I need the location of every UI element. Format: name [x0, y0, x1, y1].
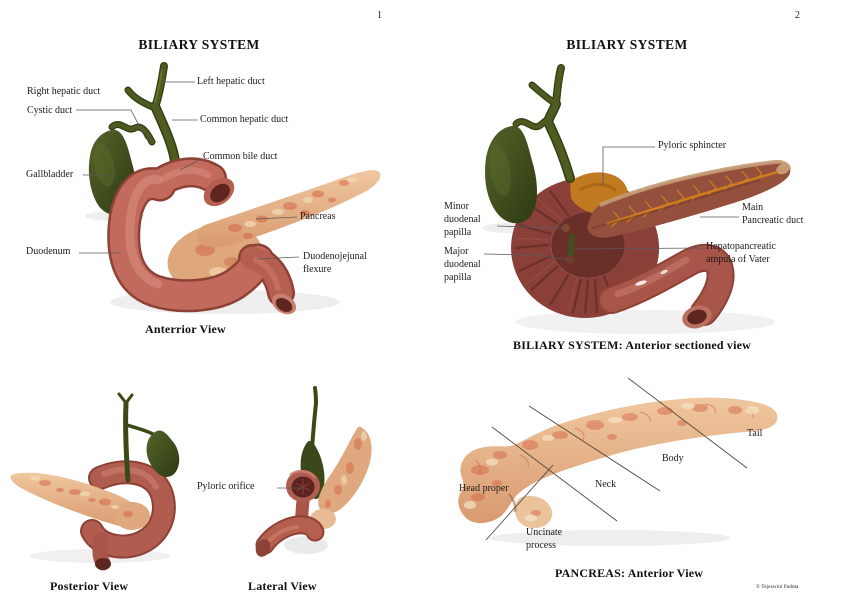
- label-common-hepatic-duct: Common hepatic duct: [200, 114, 289, 125]
- page2-number: 2: [795, 10, 800, 21]
- label-main-pancreatic-duct: Main Pancreatic duct: [742, 202, 804, 226]
- caption-lateral-view: Lateral View: [248, 579, 317, 593]
- gallbladder-illustration: [485, 125, 537, 224]
- sectioned-pancreas-illustration: [587, 159, 791, 238]
- duodenum-illustration: [80, 460, 176, 571]
- duodenum-illustration: [107, 157, 297, 315]
- caption-sectioned-view: BILIARY SYSTEM: Anterior sectioned view: [513, 338, 752, 352]
- label-pyloric-orifice: Pyloric orifice: [197, 481, 255, 492]
- bile-ducts-illustration: [512, 64, 575, 183]
- page1-title: BILIARY SYSTEM: [138, 37, 260, 52]
- figure-posterior-illustration: [10, 392, 180, 571]
- caption-pancreas-view: PANCREAS: Anterior View: [555, 566, 704, 580]
- pancreas-outline: [458, 397, 778, 524]
- label-duodenum: Duodenum: [26, 246, 71, 257]
- figure-sectioned-illustration: [482, 64, 791, 334]
- pancreas-highlights: [464, 403, 759, 522]
- uncinate-process-illustration: [515, 495, 553, 529]
- figure-lateral-illustration: [255, 386, 372, 557]
- pyloric-orifice-illustration: [286, 469, 320, 502]
- page1-number: 1: [377, 10, 382, 21]
- pancreas-veins: [474, 403, 754, 475]
- duodenum-illustration: [255, 494, 325, 557]
- region-divider-lines: [485, 377, 748, 541]
- figure-shadow: [490, 530, 730, 546]
- label-minor-duodenal-papilla: Minor duodenal papilla: [444, 201, 481, 238]
- figure-pancreas-illustration: [458, 377, 778, 546]
- figure-anterior-illustration: [85, 62, 381, 315]
- duodenum-tube-illustration: [598, 243, 735, 329]
- artist-credit: © Tejeswini Padma: [756, 585, 799, 590]
- label-pyloric-sphincter: Pyloric sphincter: [658, 140, 727, 151]
- label-common-bile-duct: Common bile duct: [203, 151, 278, 162]
- label-uncinate-process: Uncinate process: [526, 527, 563, 551]
- label-tail: Tail: [747, 428, 763, 439]
- label-duodenojejunal-flexure: Duodenojejunal flexure: [303, 251, 367, 275]
- pancreas-illustration: [10, 472, 150, 530]
- label-right-hepatic-duct: Right hepatic duct: [27, 86, 101, 97]
- label-body: Body: [662, 453, 684, 464]
- label-cystic-duct: Cystic duct: [27, 105, 73, 116]
- caption-anterior-view: Anterrior View: [145, 322, 226, 336]
- figure-shadow: [515, 310, 775, 334]
- label-gallbladder: Gallbladder: [26, 169, 74, 180]
- label-major-duodenal-papilla: Major duodenal papilla: [444, 246, 481, 283]
- label-head-proper: Head proper: [459, 483, 509, 494]
- label-pancreas: Pancreas: [300, 211, 336, 222]
- page2-title: BILIARY SYSTEM: [566, 37, 688, 52]
- leader-lines: [76, 81, 739, 489]
- label-hepatopancreatic-ampula: Hepatopancreatic ampula of Vater: [706, 241, 776, 265]
- label-left-hepatic-duct: Left hepatic duct: [197, 76, 265, 87]
- gallbladder-illustration: [146, 430, 180, 477]
- label-neck: Neck: [595, 479, 617, 490]
- caption-posterior-view: Posterior View: [50, 579, 129, 593]
